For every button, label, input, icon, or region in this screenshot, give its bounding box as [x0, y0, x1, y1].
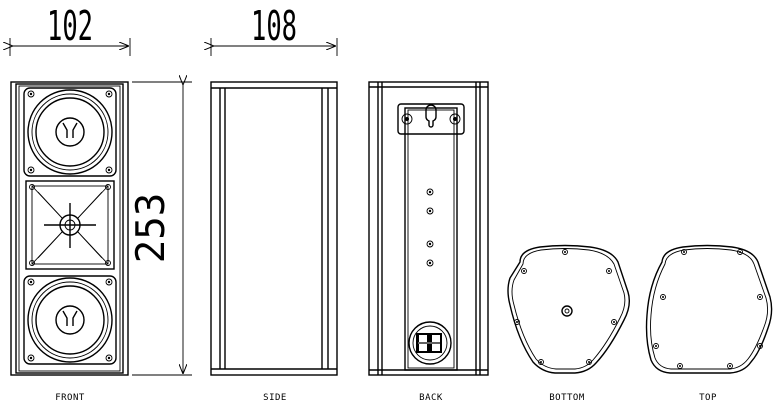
front-view: 102 — [10, 3, 192, 403]
bottom-view: BOTTOM — [507, 244, 631, 403]
height-dimension: 253 — [129, 82, 192, 376]
terminal-plate — [408, 321, 452, 365]
height-label: 253 — [129, 193, 174, 264]
wall-mount-bracket — [397, 103, 465, 135]
side-view-label: SIDE — [263, 393, 287, 403]
bottom-view-label: BOTTOM — [549, 393, 585, 403]
front-width-label: 102 — [47, 3, 93, 51]
top-view-label: TOP — [699, 393, 717, 403]
back-view: BACK — [368, 81, 489, 403]
side-depth-label: 108 — [251, 3, 297, 51]
side-depth-dimension: 108 — [211, 3, 338, 56]
front-width-dimension: 102 — [10, 3, 131, 56]
top-view: TOP — [645, 244, 773, 403]
woofer-top — [23, 87, 117, 177]
horn-tweeter — [25, 180, 115, 270]
side-view: 108 SIDE — [211, 3, 338, 403]
back-view-label: BACK — [419, 393, 443, 403]
woofer-bottom — [23, 275, 117, 365]
front-view-label: FRONT — [55, 393, 85, 403]
